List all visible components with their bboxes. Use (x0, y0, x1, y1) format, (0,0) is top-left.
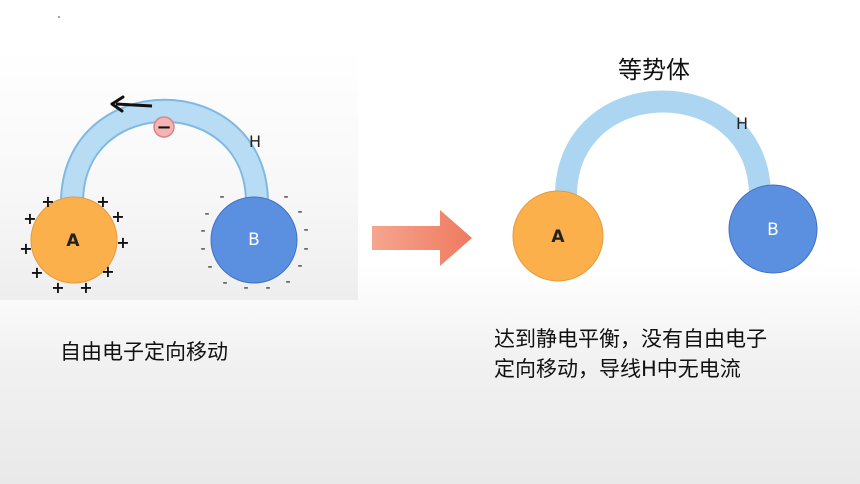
minus-charge-9: - (207, 259, 212, 275)
right-sphere-a (512, 190, 604, 282)
minus-charge-12: - (243, 280, 248, 296)
electron-direction-arrow-icon (110, 95, 153, 113)
right-wire-h (555, 90, 771, 197)
minus-charge-1: - (219, 189, 224, 205)
plus-charge-5: + (19, 239, 32, 258)
positive-charges: + + + + + + + + + + (19, 192, 129, 297)
left-caption: 自由电子定向移动 (60, 340, 228, 364)
right-sphere-a-label: A (551, 227, 565, 247)
equipotential-title: 等势体 (618, 56, 690, 84)
right-caption-line-2: 定向移动，导线H中无电流 (494, 357, 741, 381)
transition-arrow-icon (372, 210, 472, 266)
right-caption-line-1: 达到静电平衡，没有自由电子 (494, 327, 767, 351)
minus-charge-10: - (297, 258, 302, 274)
minus-charge-7: - (200, 241, 205, 257)
minus-charge-4: - (297, 204, 302, 220)
minus-charge-14: - (285, 274, 290, 290)
left-sphere-a (30, 196, 118, 284)
plus-charge-9: + (51, 278, 64, 297)
electron-icon (153, 116, 175, 138)
electron-symbol: − (156, 117, 171, 138)
plus-charge-2: + (96, 192, 109, 211)
left-sphere-a-label: A (66, 231, 80, 251)
right-sphere-b (728, 184, 818, 274)
plus-charge-8: + (101, 262, 114, 281)
plus-charge-1: + (41, 192, 54, 211)
minus-charge-5: - (200, 223, 205, 239)
minus-charge-8: - (303, 241, 308, 257)
minus-charge-2: - (283, 189, 288, 205)
right-caption: 达到静电平衡，没有自由电子 定向移动，导线H中无电流 (494, 324, 834, 384)
right-sphere-b-label: B (767, 220, 779, 240)
minus-charge-6: - (303, 222, 308, 238)
plus-charge-10: + (79, 278, 92, 297)
minus-charge-13: - (265, 280, 270, 296)
plus-charge-4: + (111, 207, 124, 226)
plus-charge-3: + (23, 209, 36, 228)
left-sphere-b-label: B (248, 230, 260, 250)
minus-charge-3: - (204, 206, 209, 222)
right-wire-label: H (736, 114, 748, 133)
plus-charge-7: + (30, 263, 43, 282)
minus-charge-11: - (222, 275, 227, 291)
left-sphere-b (210, 196, 298, 284)
left-wire-label: H (249, 132, 261, 151)
negative-charges: - - - - - - - - - - - - - - (200, 189, 308, 296)
corner-dot (58, 16, 60, 18)
plus-charge-6: + (116, 233, 129, 252)
left-wire-h (62, 100, 267, 204)
